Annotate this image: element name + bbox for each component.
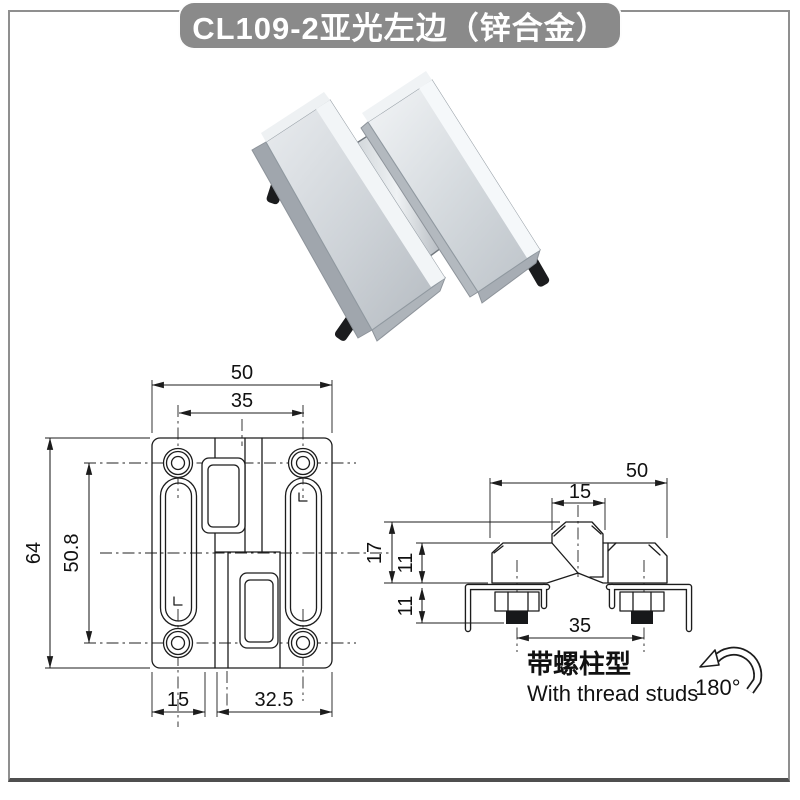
front-height-label: 64	[23, 542, 45, 564]
side-stud-height-label: 11	[395, 596, 417, 617]
front-width-label: 50	[231, 362, 253, 384]
mounting-brackets	[464, 583, 693, 633]
front-view: 50 35 64 50.8 15 32.5	[23, 362, 390, 727]
stud-end-left	[506, 611, 528, 624]
side-width-label: 50	[626, 460, 648, 482]
product-photo	[251, 71, 550, 342]
title-banner: CL109-2亚光左边（锌合金）	[180, 3, 620, 48]
side-height-label: 17	[364, 542, 386, 564]
side-knuckle-width-label: 15	[569, 481, 591, 503]
hinge-left-leaf	[251, 92, 447, 342]
front-hole-span-label: 35	[231, 390, 253, 412]
side-leaf-thickness-label: 11	[395, 553, 417, 574]
caption-type-en: With thread studs	[527, 681, 698, 706]
side-dimension-lines	[388, 479, 668, 642]
mounting-holes	[162, 447, 319, 659]
rotation-arrow-icon	[699, 646, 763, 694]
side-view: 50 15 17 11 11 35	[364, 460, 693, 652]
side-stud-span-label: 35	[569, 615, 591, 637]
product-title: CL109-2亚光左边（锌合金）	[192, 11, 608, 46]
front-edge-offset-label: 15	[167, 689, 189, 711]
hex-nuts	[494, 591, 665, 624]
front-hole-span-v-label: 50.8	[61, 534, 83, 573]
technical-drawing: 50 35 64 50.8 15 32.5	[23, 362, 763, 727]
hinge-right-leaf	[360, 71, 541, 304]
side-extension-lines	[384, 478, 668, 624]
front-leaf-width-label: 32.5	[255, 689, 294, 711]
rotation-angle-label: 180°	[695, 675, 741, 700]
front-dimension-lines	[46, 381, 333, 716]
front-extension-lines	[45, 380, 333, 717]
stud-end-right	[631, 611, 653, 624]
front-center-lines	[84, 405, 390, 727]
caption-type-cn: 带螺柱型	[527, 649, 631, 679]
